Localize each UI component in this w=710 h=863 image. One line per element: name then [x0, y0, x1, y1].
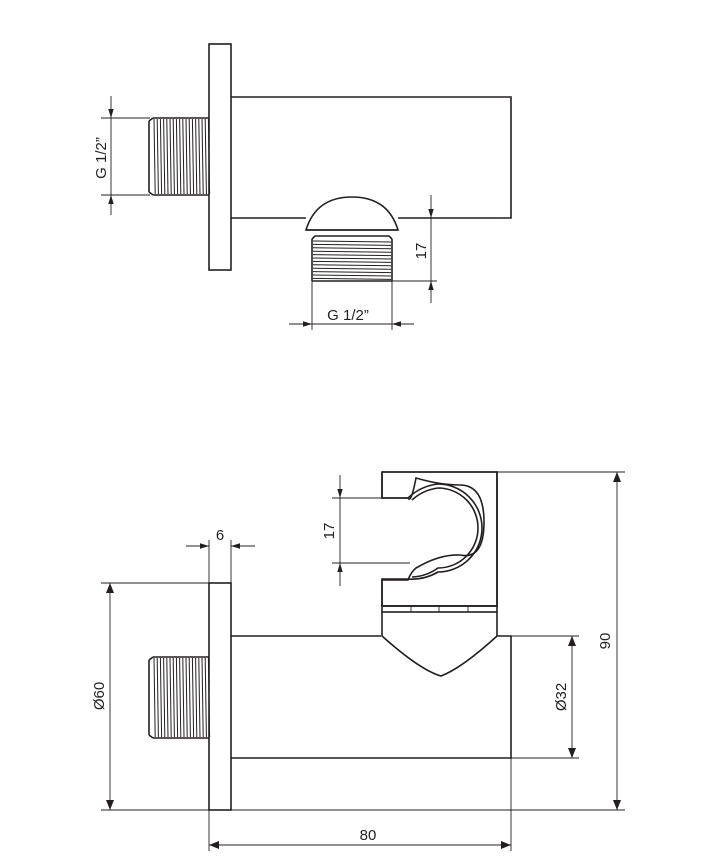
dim-top-bottom-thread: G 1/2”: [289, 281, 414, 330]
dim-side-total-length: 80: [208, 758, 512, 851]
dim-label-side-total-height: 90: [597, 633, 614, 650]
dim-side-body-diameter: Ø32: [511, 635, 579, 759]
dim-top-left-thread: G 1/2”: [93, 96, 150, 215]
top-flange-plate: [208, 43, 232, 271]
top-body: [231, 96, 512, 219]
dim-label-top-outlet-height: 17: [413, 243, 430, 260]
top-view: G 1/2” 17 G 1/2”: [93, 43, 512, 330]
dim-label-side-flange-diameter: Ø60: [91, 682, 108, 710]
dim-label-side-body-diameter: Ø32: [553, 683, 570, 711]
dim-side-total-height: 90: [231, 471, 625, 811]
dim-label-side-total-length: 80: [360, 827, 377, 844]
dim-label-side-holder-height: 17: [321, 523, 338, 540]
dim-top-outlet-height: 17: [392, 195, 437, 303]
top-outlet-dome: [304, 196, 400, 231]
side-flange-plate: [208, 582, 232, 811]
dim-label-top-bottom-thread: G 1/2”: [327, 307, 369, 324]
dim-side-flange-thickness: 6: [186, 527, 255, 583]
side-body: [231, 635, 512, 759]
dim-label-side-flange-thickness: 6: [216, 527, 224, 544]
side-left-thread: [148, 656, 211, 739]
top-bottom-thread: [311, 235, 393, 282]
side-view: 6 17 90 Ø60: [91, 471, 625, 851]
top-left-thread: [148, 117, 211, 196]
dim-label-top-left-thread: G 1/2”: [93, 137, 110, 179]
side-shower-holder: [381, 471, 498, 677]
dim-side-flange-diameter: Ø60: [91, 582, 209, 811]
dim-side-holder-height: 17: [321, 475, 410, 586]
